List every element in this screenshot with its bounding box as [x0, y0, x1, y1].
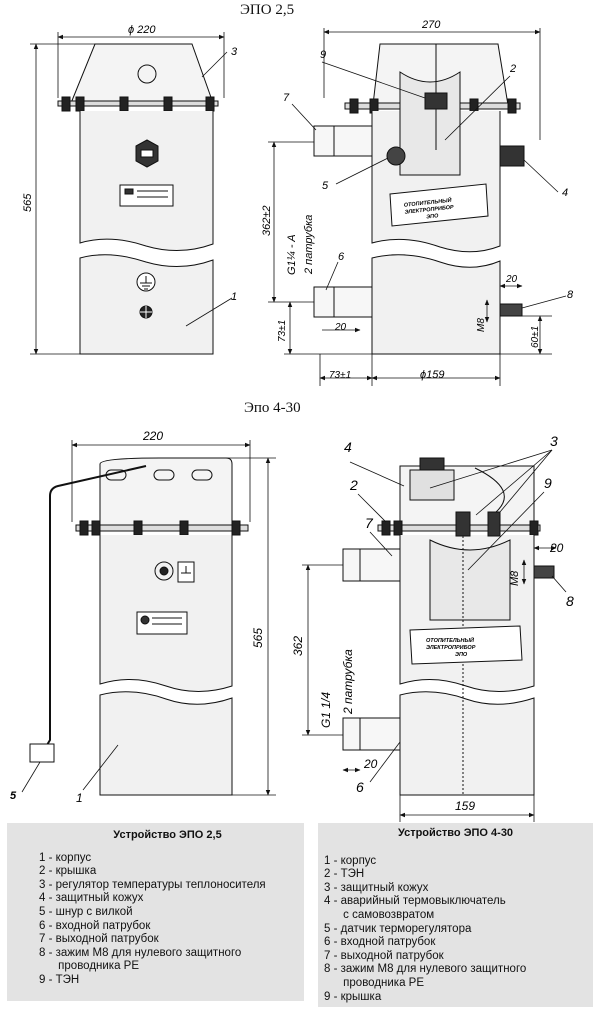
svg-text:ЭПО: ЭПО	[426, 213, 439, 220]
dim-pipe-offset-2-5: 73±1	[329, 370, 351, 381]
legend-title: Устройство ЭПО 4-30	[397, 827, 514, 839]
svg-text:ЭЛЕКТРОПРИБОР: ЭЛЕКТРОПРИБОР	[426, 645, 476, 651]
callout-3-side-4-30: 3	[550, 433, 558, 449]
legend-item: 8 - зажим М8 для нулевого защитного	[324, 963, 527, 976]
callout-2-side-4-30: 2	[349, 477, 358, 493]
legend-item: 7 - выходной патрубок	[39, 933, 159, 946]
callout-9-side-4-30: 9	[544, 475, 552, 491]
epo-4-30-side-view	[342, 457, 555, 796]
legend-item: 3 - защитный кожух	[324, 881, 429, 894]
dim-height-2-5: 565	[22, 193, 34, 212]
callout-6-side-4-30: 6	[356, 779, 364, 795]
callout-8-side-4-30: 8	[566, 593, 574, 609]
legend-item: 9 - ТЭН	[39, 973, 80, 986]
legend-item: 2 - крышка	[39, 865, 97, 878]
callout-7-side-4-30: 7	[365, 515, 374, 531]
legend-item: 6 - входной патрубок	[324, 936, 436, 949]
dim-front-width-4-30: 220	[142, 429, 163, 443]
dim-clamp-height-2-5: 60±1	[530, 326, 541, 348]
epo-2-5-front-dimensions	[30, 32, 233, 355]
dim-front-width-2-5: ϕ 220	[128, 24, 156, 36]
legend-item: 4 - защитный кожух	[39, 892, 144, 905]
callout-4-side: 4	[562, 187, 568, 199]
legend-item: проводника PE	[39, 960, 140, 973]
epo-2-5-side-dimensions	[268, 28, 567, 386]
legend-item: 1 - корпус	[324, 854, 377, 867]
dim-clamp-len-4-30: 20	[549, 541, 564, 555]
legend-item: проводника PE	[324, 976, 425, 989]
dim-pipe-len-4-30: 20	[363, 757, 378, 771]
nameplate-4-30: ОТОПИТЕЛЬНЫЙ ЭЛЕКТРОПРИБОР ЭПО	[426, 636, 476, 658]
callout-5-side: 5	[322, 180, 329, 192]
dim-pipe-bottom-2-5: 73±1	[277, 320, 288, 342]
legend-item: 7 - выходной патрубок	[324, 949, 444, 962]
dim-pipe-len-2-5: 20	[334, 322, 347, 333]
legend-item: 9 - крышка	[324, 990, 382, 1003]
callout-6-side: 6	[338, 251, 345, 263]
dim-inlet-height-4-30: 362	[291, 636, 305, 656]
legend-item: с самовозвратом	[324, 908, 435, 921]
legend-title: Устройство ЭПО 2,5	[113, 829, 222, 841]
dim-side-width-2-5: 270	[421, 19, 441, 31]
legend-epo-2-5: Устройство ЭПО 2,5 1 - корпус 2 - крышка…	[7, 823, 304, 1001]
legend-item: 8 - зажим М8 для нулевого защитного	[39, 946, 242, 959]
epo-4-30-front-view	[29, 457, 249, 796]
pipe-thread-2-5: G1¼ - A	[286, 234, 298, 275]
dim-height-4-30: 565	[251, 628, 265, 648]
pipe-thread-note-4-30: 2 патрубка	[341, 649, 355, 715]
svg-text:ЭПО: ЭПО	[455, 652, 468, 658]
epo-2-5-front-view	[57, 43, 219, 355]
pipe-thread-note-2-5: 2 патрубка	[303, 215, 315, 275]
dim-clamp-size-4-30: М8	[509, 570, 521, 586]
legend-item: 2 - ТЭН	[324, 868, 365, 881]
svg-text:ЭЛЕКТРОПРИБОР: ЭЛЕКТРОПРИБОР	[404, 205, 454, 216]
legend-item: 5 - шнур с вилкой	[39, 905, 133, 918]
callout-1-front-4-30: 1	[76, 791, 83, 805]
dim-diameter-2-5: ϕ159	[420, 369, 444, 381]
dim-diameter-4-30: 159	[455, 799, 475, 813]
callout-4-side-4-30: 4	[344, 439, 352, 455]
callout-3-front: 3	[231, 46, 238, 58]
callout-1-front: 1	[231, 291, 237, 303]
legend-item: 6 - входной патрубок	[39, 919, 151, 932]
epo-4-30-front-dimensions	[21, 440, 276, 796]
callout-5-front: 5	[10, 790, 17, 802]
title-epo-2-5: ЭПО 2,5	[240, 2, 295, 18]
legend-item: 1 - корпус	[39, 851, 92, 864]
pipe-thread-4-30: G1 1/4	[319, 692, 333, 728]
title-epo-4-30: Эпо 4-30	[244, 400, 301, 416]
callout-9-side: 9	[320, 49, 326, 61]
dim-clamp-len-2-5: 20	[505, 274, 518, 285]
callout-2-side: 2	[509, 63, 516, 75]
legend-item: 5 - датчик терморегулятора	[324, 922, 472, 935]
legend-epo-4-30: Устройство ЭПО 4-30 1 - корпус 2 - ТЭН 3…	[318, 823, 593, 1007]
legend-item: 4 - аварийный термовыключатель	[324, 895, 506, 908]
svg-text:ОТОПИТЕЛЬНЫЙ: ОТОПИТЕЛЬНЫЙ	[426, 636, 475, 644]
dim-clamp-size-2-5: М8	[476, 318, 487, 332]
epo-2-5-side-view	[313, 43, 525, 355]
epo-4-30-side-dimensions	[302, 449, 567, 822]
callout-7-side: 7	[283, 92, 290, 104]
callout-8-side: 8	[567, 289, 574, 301]
dim-inlet-height-2-5: 362±2	[261, 205, 273, 236]
legend-item: 3 - регулятор температуры теплоносителя	[39, 878, 266, 891]
